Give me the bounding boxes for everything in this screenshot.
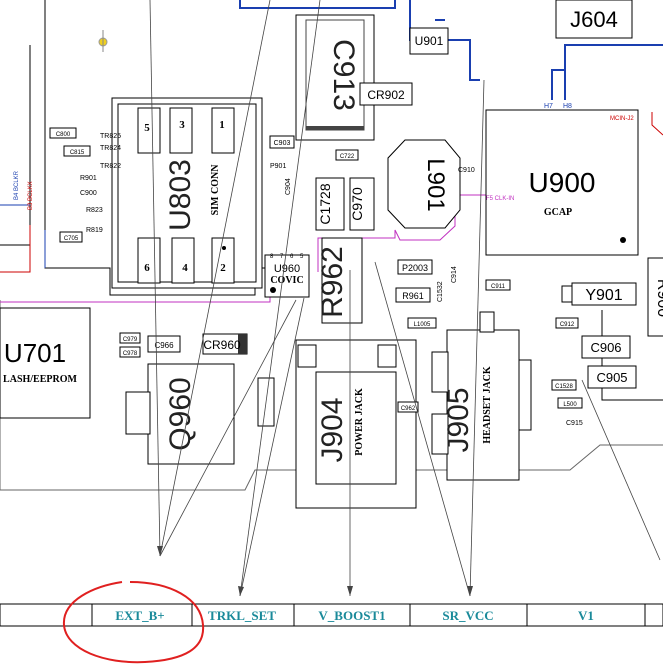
u803-label: U803	[164, 159, 197, 231]
svg-text:C903: C903	[274, 140, 291, 147]
signal-trkl-set: TRKL_SET	[208, 608, 276, 623]
trace-blue-top	[239, 0, 396, 9]
u900-chip	[485, 109, 639, 256]
svg-text:C911: C911	[491, 284, 506, 290]
signal-ext-b: EXT_B+	[115, 608, 164, 623]
svg-text:6: 6	[144, 262, 150, 274]
leader-lines	[149, 0, 661, 597]
q960-part	[147, 363, 235, 465]
c913-label: C913	[327, 39, 360, 111]
j904-label: J904	[316, 397, 349, 462]
svg-text:P2003: P2003	[402, 263, 428, 273]
mcin-label: MCIN-J2	[610, 116, 634, 122]
svg-text:1: 1	[219, 119, 225, 131]
svg-text:C1532: C1532	[437, 281, 444, 302]
j604-label: J604	[570, 7, 618, 32]
svg-text:C905: C905	[596, 370, 627, 385]
svg-text:C910: C910	[458, 167, 475, 174]
trace-red-left	[0, 225, 31, 273]
svg-text:C722: C722	[340, 154, 355, 160]
q960-label: Q960	[164, 377, 197, 450]
svg-text:TR822: TR822	[100, 163, 121, 170]
l901-inductor	[387, 139, 461, 229]
svg-text:R901: R901	[80, 175, 97, 182]
signal-v-boost1: V_BOOST1	[318, 608, 385, 623]
svg-text:CR902: CR902	[367, 88, 405, 102]
headset-jack-label: HEADSET JACK	[482, 366, 493, 444]
arrowheads	[157, 546, 473, 596]
svg-text:6: 6	[290, 254, 294, 260]
svg-text:C906: C906	[590, 340, 621, 355]
svg-text:C978: C978	[123, 351, 138, 357]
u901-label: U901	[415, 34, 444, 48]
signal-table	[0, 603, 663, 627]
svg-text:4: 4	[182, 262, 188, 274]
svg-text:C970: C970	[349, 187, 365, 221]
svg-text:C800: C800	[56, 132, 71, 138]
svg-text:P901: P901	[270, 163, 286, 170]
svg-text:8: 8	[270, 254, 274, 260]
svg-text:L500: L500	[563, 402, 577, 408]
svg-text:C915: C915	[566, 420, 583, 427]
signal-v1: V1	[578, 608, 594, 623]
svg-text:R819: R819	[86, 227, 103, 234]
clk-in-label: F5 CLK-IN	[486, 196, 514, 202]
signal-sr-vcc: SR_VCC	[442, 608, 493, 623]
svg-text:C1528: C1528	[555, 384, 573, 390]
svg-text:C705: C705	[64, 236, 79, 242]
u701-chip	[0, 307, 91, 419]
svg-text:5: 5	[144, 122, 150, 134]
svg-text:CR960: CR960	[203, 338, 241, 352]
covic-label: COVIC	[270, 275, 303, 286]
svg-text:TR824: TR824	[100, 145, 121, 152]
u701-label: U701	[4, 338, 66, 368]
svg-text:B3 BCLKX: B3 BCLKX	[28, 181, 34, 210]
r962-label: R962	[316, 246, 349, 318]
flash-eeprom-label: LASH/EEPROM	[3, 374, 77, 385]
svg-text:C966: C966	[154, 341, 174, 350]
svg-text:C912: C912	[560, 322, 575, 328]
svg-text:5: 5	[300, 254, 304, 260]
svg-text:R900: R900	[654, 279, 663, 317]
h7-label: H7	[544, 103, 553, 110]
svg-text:2: 2	[220, 262, 226, 274]
svg-text:R823: R823	[86, 207, 103, 214]
j905-headset-jack	[446, 329, 520, 481]
svg-text:H8: H8	[563, 103, 572, 110]
svg-text:C962: C962	[401, 406, 416, 412]
sim-conn-label: SIM CONN	[210, 164, 221, 216]
svg-text:TR825: TR825	[100, 133, 121, 140]
u900-label: U900	[529, 167, 596, 198]
power-jack-label: POWER JACK	[354, 388, 365, 456]
svg-text:7: 7	[280, 254, 284, 260]
svg-text:B4 BCLKR: B4 BCLKR	[14, 170, 20, 200]
l901-label: L901	[422, 158, 449, 211]
svg-text:L1005: L1005	[414, 322, 431, 328]
trace-magenta	[0, 292, 271, 303]
svg-text:C914: C914	[451, 266, 458, 283]
svg-text:C904: C904	[285, 178, 292, 195]
gcap-label: GCAP	[544, 207, 572, 218]
svg-text:C815: C815	[70, 150, 85, 156]
c913-part	[295, 14, 375, 141]
j905-label: J905	[442, 387, 475, 452]
highlight-circle	[62, 581, 205, 664]
svg-text:C979: C979	[123, 337, 138, 343]
svg-text:R961: R961	[402, 291, 424, 301]
u960-label: U960	[274, 263, 300, 275]
svg-text:C1728: C1728	[317, 183, 333, 224]
svg-text:C900: C900	[80, 190, 97, 197]
svg-text:Y901: Y901	[585, 287, 622, 304]
svg-text:3: 3	[179, 119, 185, 131]
